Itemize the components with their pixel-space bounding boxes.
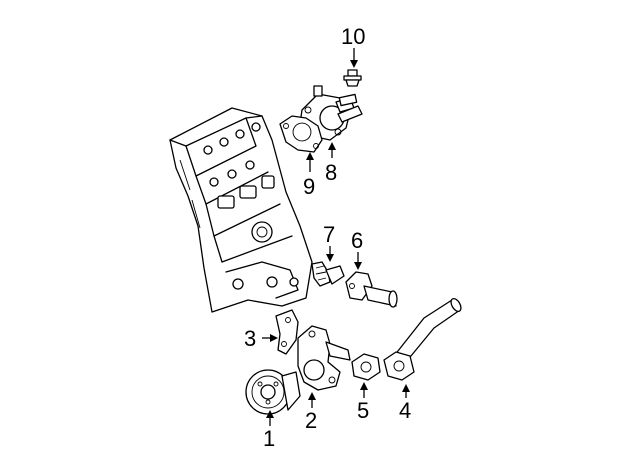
- callout-6: 6: [351, 228, 363, 253]
- part-6-water-outlet: [345, 271, 398, 308]
- callout-7: 7: [323, 222, 335, 247]
- callout-5: 5: [357, 398, 369, 423]
- part-7-thermostat: [311, 261, 345, 287]
- callout-2: 2: [305, 408, 317, 433]
- part-5-gasket: [351, 353, 381, 381]
- engine-block: [169, 107, 313, 313]
- part-1-water-pump: [245, 369, 301, 415]
- callout-3: 3: [244, 326, 256, 351]
- callout-4: 4: [399, 398, 411, 423]
- part-10-sensor: [343, 69, 362, 87]
- part-2-water-pump-housing: [297, 325, 351, 391]
- callout-1: 1: [263, 426, 275, 451]
- part-4-water-pipe: [383, 297, 462, 381]
- part-3-bracket: [275, 309, 299, 355]
- leader-arrows: [262, 48, 410, 426]
- part-9-gasket: [279, 115, 323, 153]
- callout-9: 9: [303, 174, 315, 199]
- callout-10: 10: [341, 24, 365, 49]
- part-8-thermostat-housing: [299, 85, 363, 141]
- callout-8: 8: [325, 160, 337, 185]
